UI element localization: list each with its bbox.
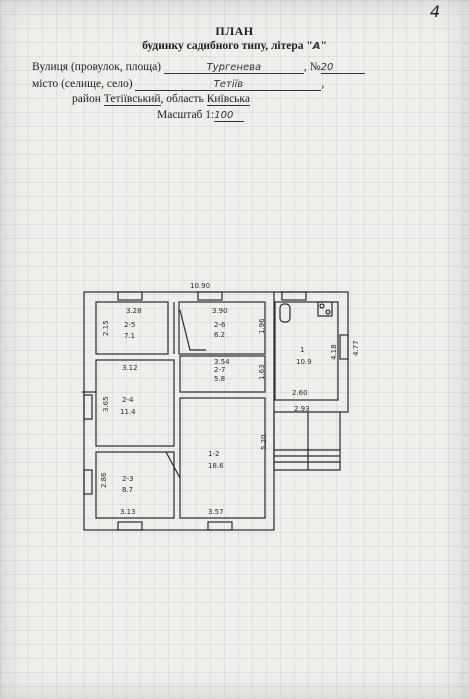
room-2-4-dim-top: 3.12: [122, 364, 138, 372]
room-2-7-dim-top: 3.54: [214, 358, 230, 366]
oblast-value: Київська: [206, 93, 250, 106]
scale-line: Масштаб 1:100: [157, 109, 245, 122]
porch-steps: [274, 449, 340, 463]
room-1-id: 1: [300, 346, 304, 354]
plan-walls: [82, 291, 349, 531]
sink: [279, 303, 291, 323]
room-1-area: 10.9: [296, 358, 312, 366]
window-6: [117, 521, 143, 531]
window-4: [83, 394, 93, 420]
room-1-2-dim-bottom: 3.57: [208, 508, 224, 516]
page-title: ПЛАН: [215, 24, 254, 38]
number-label: №: [309, 61, 321, 73]
street-field: Тургенева: [163, 61, 304, 74]
room-2-6-area: 6.2: [214, 331, 225, 339]
diag-line: [165, 451, 181, 479]
district-label: район: [72, 93, 101, 105]
room-2-6-dim-side: 1.96: [258, 318, 266, 334]
room-2-6-dim-top: 3.90: [212, 307, 228, 315]
page-subtitle: будинку садибного типу, літера "А": [0, 40, 469, 52]
window-5: [83, 469, 93, 495]
subtitle-text: будинку садибного типу, літера ": [142, 40, 313, 52]
room-2-5-wall: [95, 301, 169, 355]
room-1-2-dim-side: 5.20: [260, 434, 268, 450]
oblast-label: область: [166, 93, 204, 105]
city-field: Тетіїв: [135, 78, 322, 91]
city-label: місто (селище, село): [32, 78, 133, 90]
room-2-3-id: 2-3: [122, 475, 133, 483]
room-1-2-id: 1-2: [208, 450, 219, 458]
city-line: місто (селище, село) Тетіїв,: [32, 78, 325, 91]
outer-dim-east: 4.77: [352, 340, 360, 356]
room-2-3-area: 8.7: [122, 486, 133, 494]
city-value: Тетіїв: [213, 79, 244, 90]
scale-value: 100: [214, 110, 245, 122]
stove-burner-1: [319, 303, 325, 309]
room-1-wall: [274, 301, 339, 401]
page-number: 4: [430, 2, 441, 21]
stove-burner-2: [325, 309, 331, 315]
building-letter: А: [312, 41, 321, 52]
room-2-5-dim-top: 3.28: [126, 307, 142, 315]
number-field: 20: [320, 61, 365, 74]
district-value: Тетіївський: [103, 93, 161, 106]
room-2-3-wall: [95, 451, 175, 519]
room-1-2-area: 18.6: [208, 462, 224, 470]
room-2-3-dim-side: 2.86: [100, 472, 108, 488]
room-2-5-area: 7.1: [124, 332, 135, 340]
room-2-4-wall: [95, 359, 175, 447]
number-value: 20: [320, 62, 334, 73]
subtitle-end: ": [320, 40, 327, 52]
room-1-dim-bottom: 2.60: [292, 389, 308, 397]
street-line: Вулиця (провулок, площа) Тургенева, №20: [32, 61, 365, 74]
room-2-4-id: 2-4: [122, 396, 134, 404]
window-1: [117, 291, 143, 301]
window-7: [207, 521, 233, 531]
district-line: район Тетіївський, область Київська: [72, 93, 250, 106]
room-2-7-dim-side: 1.63: [258, 364, 266, 380]
room-2-4-dim-side: 3.65: [102, 396, 110, 412]
overall-width: 10.90: [190, 282, 210, 290]
room-1-dim-side: 4.18: [330, 344, 338, 360]
stair-line: [179, 309, 206, 351]
window-8: [339, 334, 349, 360]
window-3: [281, 291, 307, 301]
scale-label: Масштаб 1:: [157, 109, 215, 121]
room-1-2-wall: [179, 397, 266, 519]
room-2-5-id: 2-5: [124, 321, 135, 329]
room-2-7-id: 2-7: [214, 366, 225, 374]
room-2-7-area: 5.8: [214, 375, 225, 383]
stove: [317, 301, 333, 317]
street-value: Тургенева: [206, 62, 262, 73]
plan-labels: 10.90 3.28 2.15 2-5 7.1 3.90 1.96 2-6 6.…: [100, 282, 360, 516]
room-2-3-dim-bottom: 3.13: [120, 508, 136, 516]
window-2: [197, 291, 223, 301]
street-label: Вулиця (провулок, площа): [32, 61, 161, 73]
room-2-5-dim-side: 2.15: [102, 320, 110, 336]
room-2-4-area: 11.4: [120, 408, 136, 416]
room-2-7-wall: [179, 355, 266, 393]
room-2-6-wall: [178, 301, 266, 355]
porch: [273, 412, 341, 471]
room-2-6-id: 2-6: [214, 321, 226, 329]
outer-dim-porch: 2.93: [294, 405, 310, 413]
